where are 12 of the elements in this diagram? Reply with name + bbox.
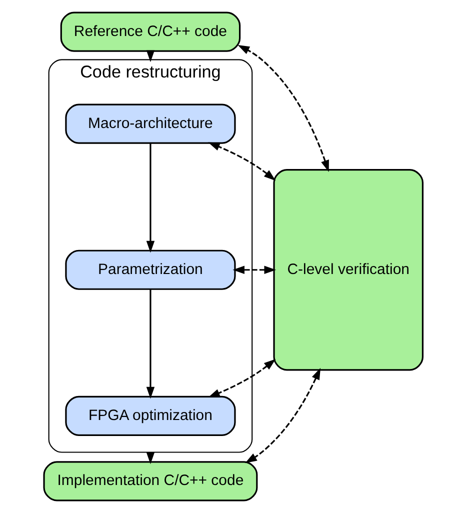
node-box: FPGA optimization bbox=[65, 396, 236, 436]
arrow bbox=[208, 359, 276, 398]
arrow bbox=[208, 142, 276, 181]
arrow bbox=[232, 266, 276, 274]
arrow bbox=[245, 368, 321, 464]
node-box: Implementation C/C++ code bbox=[43, 461, 258, 502]
node-box: Macro-architecture bbox=[65, 104, 236, 144]
arrow bbox=[238, 45, 329, 172]
node-box: Parametrization bbox=[65, 250, 236, 290]
arrow bbox=[146, 289, 155, 399]
arrow bbox=[146, 143, 155, 253]
node-box: C-level verification bbox=[273, 169, 424, 371]
